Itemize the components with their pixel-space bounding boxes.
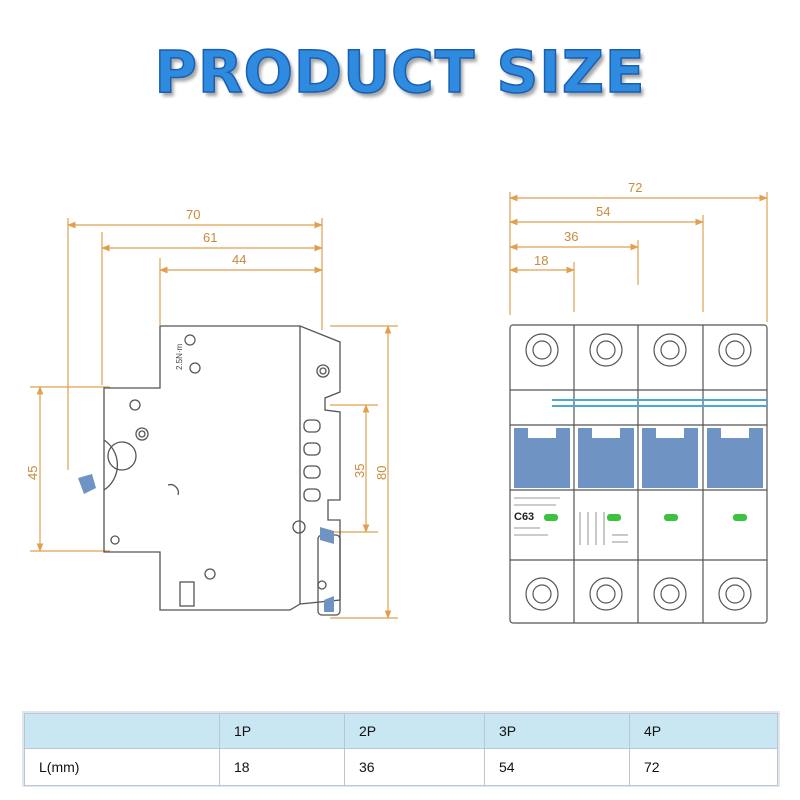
toggle-bands xyxy=(514,428,763,488)
dim-72: 72 xyxy=(628,180,642,195)
table-row: L(mm) 18 36 54 72 xyxy=(24,748,778,786)
value-cell-3p: 54 xyxy=(484,748,630,786)
side-tab-bottom xyxy=(324,596,334,612)
table-header-row: 1P 2P 3P 4P xyxy=(24,713,778,749)
side-tab xyxy=(320,527,334,544)
page-title: PRODUCT SIZE xyxy=(154,37,646,107)
front-dimension-lines xyxy=(509,192,768,322)
dim-70: 70 xyxy=(186,207,200,222)
header-cell-1p: 1P xyxy=(219,713,345,749)
torque-marking: 2.5N·m xyxy=(175,343,184,370)
dim-36: 36 xyxy=(564,229,578,244)
front-body xyxy=(509,324,768,624)
side-housing xyxy=(103,325,341,616)
size-table: 1P 2P 3P 4P L(mm) 18 36 54 72 xyxy=(24,713,778,786)
indicator-windows xyxy=(544,514,747,521)
table-frame xyxy=(22,711,780,787)
value-cell-1p: 18 xyxy=(219,748,345,786)
product-size-drawing: 2.5N·m 70 61 44 45 35 80 72 54 36 18 xyxy=(25,180,768,624)
bottom-terminals xyxy=(525,577,752,611)
header-cell-empty xyxy=(24,713,220,749)
dim-61: 61 xyxy=(203,230,217,245)
front-view: 72 54 36 18 xyxy=(509,180,768,624)
header-cell-4p: 4P xyxy=(629,713,778,749)
side-view: 2.5N·m 70 61 44 45 35 80 xyxy=(25,207,398,619)
value-cell-2p: 36 xyxy=(344,748,485,786)
dim-80: 80 xyxy=(374,466,389,480)
row-label: L(mm) xyxy=(24,748,220,786)
top-terminals xyxy=(525,333,752,367)
side-clip xyxy=(78,474,96,494)
label-text-lines xyxy=(514,497,628,545)
dim-18: 18 xyxy=(534,253,548,268)
dim-45: 45 xyxy=(25,466,40,480)
rating-label: C63 xyxy=(514,511,534,523)
side-dimension-lines xyxy=(30,218,398,619)
ground-symbol-icon xyxy=(184,334,196,346)
header-cell-3p: 3P xyxy=(484,713,630,749)
header-cell-2p: 2P xyxy=(344,713,485,749)
dim-54: 54 xyxy=(596,204,610,219)
dim-35: 35 xyxy=(352,464,367,478)
value-cell-4p: 72 xyxy=(629,748,778,786)
dim-44: 44 xyxy=(232,252,246,267)
